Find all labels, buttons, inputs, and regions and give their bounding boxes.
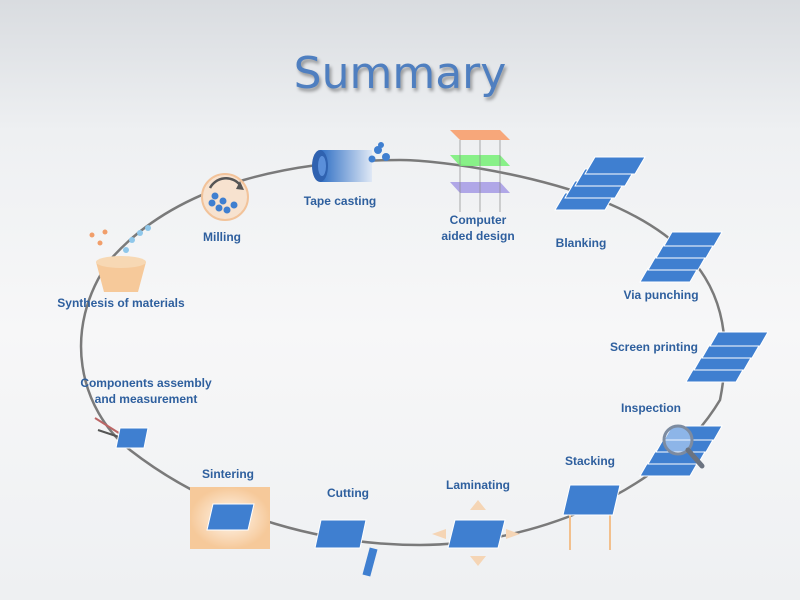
sintering-icon xyxy=(190,487,270,549)
step-label-sintering: Sintering xyxy=(201,467,254,481)
step-label-via-punching: Via punching xyxy=(623,288,699,302)
step-label-milling: Milling xyxy=(203,230,241,244)
synthesis-bowl-icon xyxy=(89,225,151,292)
via-punching-sheets-icon xyxy=(639,231,723,283)
screen-printing-sheets-icon xyxy=(685,331,769,383)
components-assembly-icon xyxy=(94,417,149,449)
step-label-cutting: Cutting xyxy=(327,486,369,500)
cutting-icon xyxy=(314,519,378,577)
blanking-sheets-icon xyxy=(554,156,646,211)
stacking-icon xyxy=(562,484,621,550)
step-label-inspection: Inspection xyxy=(620,401,681,415)
tape-casting-icon xyxy=(312,142,390,182)
step-label-blanking: Blanking xyxy=(555,236,607,250)
step-label-components-assembly: Components assembly and measurement xyxy=(80,376,212,406)
step-label-laminating: Laminating xyxy=(445,478,510,492)
step-label-stacking: Stacking xyxy=(564,454,615,468)
laminating-icon xyxy=(432,500,520,566)
slide-title: Summary xyxy=(293,48,507,99)
magnifier-icon xyxy=(662,424,705,469)
step-label-computer-aided-design: Computer aided design xyxy=(441,213,515,243)
step-label-synthesis-of-materials: Synthesis of materials xyxy=(57,296,185,310)
milling-icon xyxy=(201,173,249,221)
step-label-screen-printing: Screen printing xyxy=(609,340,698,354)
cad-layers-icon xyxy=(450,130,510,212)
step-label-tape-casting: Tape casting xyxy=(303,194,377,208)
